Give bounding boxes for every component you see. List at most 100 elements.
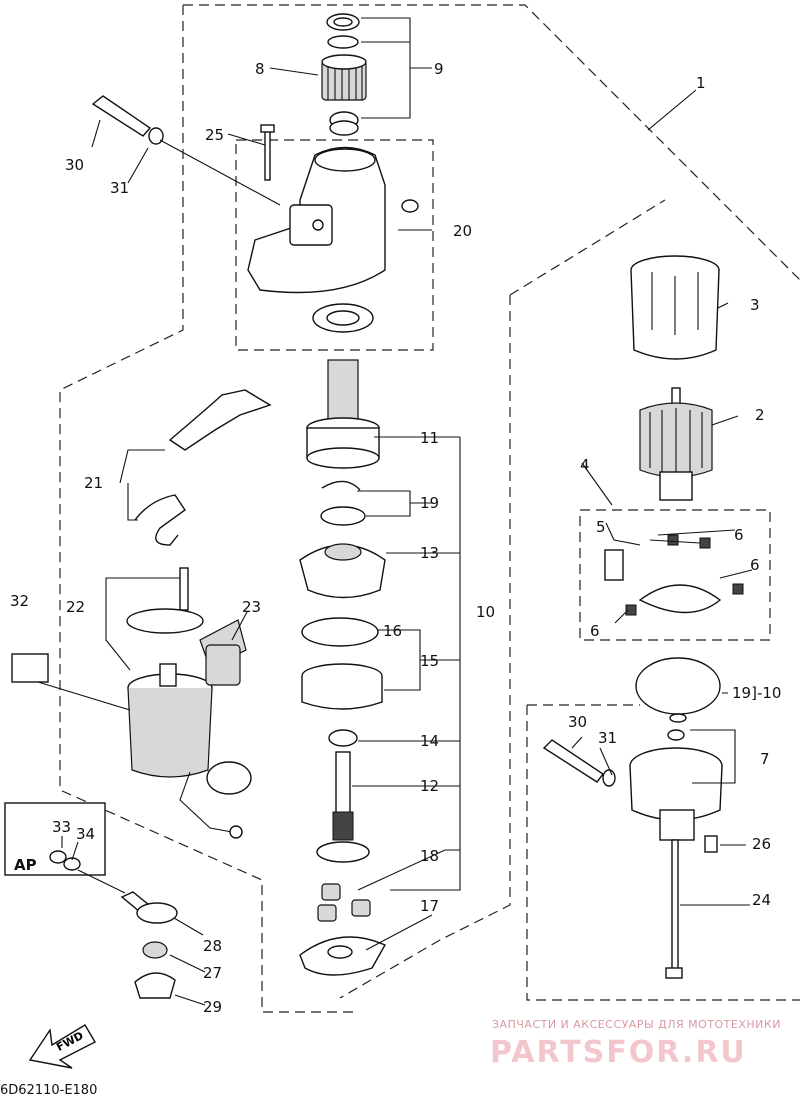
brush-spring-c: [732, 583, 744, 595]
assembly-boundary-1: [59, 4, 800, 1013]
callout-14: 14: [420, 732, 439, 750]
washer-plate-hole: [327, 945, 353, 959]
callout-30-left: 30: [65, 156, 84, 174]
washer-31-left: [148, 127, 164, 145]
callout-11: 11: [420, 429, 439, 447]
callout-18: 18: [420, 847, 439, 865]
clutch-body-bottom: [306, 447, 380, 469]
solenoid-wire: [179, 771, 233, 833]
callout-5: 5: [596, 518, 606, 536]
leader-lines: [37, 17, 753, 1006]
ap-leader: [77, 869, 126, 894]
callout-1: 1: [696, 74, 706, 92]
callout-4: 4: [580, 456, 590, 474]
subassembly-boundary-10: [339, 199, 666, 999]
callout-29: 29: [203, 998, 222, 1016]
callout-12: 12: [420, 777, 439, 795]
bushing-23: [205, 644, 241, 686]
callout-9: 9: [434, 60, 444, 78]
housing-oil-seal-inner: [326, 310, 360, 326]
retainer-ring-inner: [333, 17, 353, 27]
end-cover-bushing: [667, 729, 685, 741]
ring-gear-15: [301, 676, 383, 710]
solenoid-bolt: [179, 567, 189, 611]
bearing-14: [328, 729, 358, 747]
callout-6a: 6: [734, 526, 744, 544]
stopper-ring: [327, 35, 359, 49]
housing-bracket-hole: [312, 219, 324, 231]
callout-19-10: 19]-10: [732, 684, 781, 702]
pinion-teeth: [327, 60, 363, 100]
callout-6c: 6: [590, 622, 600, 640]
callout-31-left: 31: [110, 179, 129, 197]
brush-spring-d: [625, 604, 637, 616]
callout-32: 32: [10, 592, 29, 610]
bolt-25-head: [260, 124, 275, 133]
washer-31-right: [602, 769, 616, 787]
nut-27: [142, 941, 168, 959]
planet-gear-3: [317, 904, 337, 922]
callout-10: 10: [476, 603, 495, 621]
callout-20: 20: [453, 222, 472, 240]
subassembly-boundary-4: [579, 509, 771, 641]
callout-16: 16: [383, 622, 402, 640]
shift-fork-21: [168, 389, 272, 451]
watermark-brand: PARTSFOR.RU: [490, 1035, 747, 1070]
callout-21: 21: [84, 474, 103, 492]
through-bolt-24: [671, 839, 679, 976]
gear-housing-13: [299, 544, 386, 599]
solenoid-terminal: [159, 663, 177, 687]
solenoid-plate: [126, 608, 204, 634]
circlip-19: [321, 480, 361, 491]
shift-spring-21: [134, 494, 186, 546]
callout-34: 34: [76, 825, 95, 843]
through-bolt-24-head: [665, 967, 683, 979]
bolt-30-leader: [159, 139, 281, 206]
callout-8: 8: [255, 60, 265, 78]
screw-26: [704, 835, 718, 853]
callout-30-right: 30: [568, 713, 587, 731]
callout-23: 23: [242, 598, 261, 616]
callout-2: 2: [755, 406, 765, 424]
subassembly-boundary-7: [526, 704, 800, 1001]
callout-13: 13: [420, 544, 439, 562]
cushion-32: [11, 653, 49, 683]
callout-28: 28: [203, 937, 222, 955]
brush-spring-a: [667, 534, 679, 546]
callout-7: 7: [760, 750, 770, 768]
o-ring-16: [301, 617, 379, 647]
clutch-shaft: [327, 359, 359, 421]
callout-26: 26: [752, 835, 771, 853]
pinion-top: [321, 54, 367, 70]
collar-near-solenoid: [206, 761, 252, 795]
nut-33: [49, 850, 67, 864]
end-cover-bracket: [659, 809, 695, 841]
housing-bracket: [289, 204, 333, 246]
terminal-28: [136, 902, 178, 924]
bolt-25: [264, 129, 271, 181]
callout-31-right: 31: [598, 729, 617, 747]
solenoid-wire-eyelet: [229, 825, 243, 839]
brush-spring-b: [699, 537, 711, 549]
callout-17: 17: [420, 897, 439, 915]
armature-windings: [649, 408, 703, 474]
bolt-30-left: [91, 95, 152, 137]
subassembly-boundary-20: [235, 139, 434, 351]
washer-34: [63, 857, 81, 871]
washer-19: [320, 506, 366, 526]
callout-15: 15: [420, 652, 439, 670]
end-plate-washer: [669, 713, 687, 723]
terminal-cap-29: [134, 972, 176, 999]
callout-24: 24: [752, 891, 771, 909]
callout-25: 25: [205, 126, 224, 144]
fwd-arrow: [28, 1024, 96, 1069]
planet-gear-1: [321, 883, 341, 901]
housing-bore: [314, 148, 376, 172]
ap-label: AP: [14, 856, 37, 874]
gear-housing-bore: [324, 543, 362, 561]
solenoid-22: [127, 687, 213, 778]
callout-33: 33: [52, 818, 71, 836]
pinion-spring-2: [329, 120, 359, 136]
callout-27: 27: [203, 964, 222, 982]
